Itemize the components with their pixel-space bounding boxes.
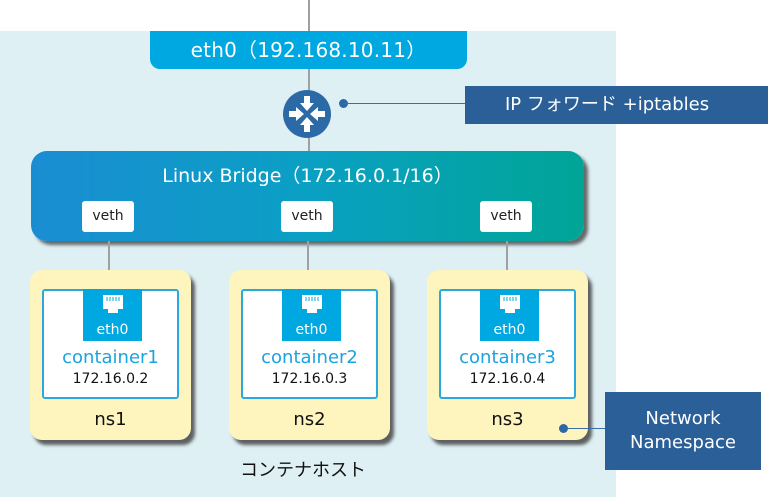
veth-wire [506,241,508,291]
ethernet-port-icon [103,295,123,313]
router-bridge-wire [308,138,310,152]
container-box: eth0 container3 172.16.0.4 [439,289,576,399]
namespace-label: ns1 [94,409,127,430]
container-host-label: コンテナホスト [240,460,366,481]
router-icon [283,90,331,138]
nic-label: eth0 [295,322,328,338]
callout-dot [559,424,568,433]
veth-port: veth [281,201,333,232]
veth-port: veth [82,201,134,232]
nic-label: eth0 [96,322,129,338]
container-ip: 172.16.0.4 [469,371,546,387]
callout-line [344,103,468,104]
namespace-label: ns2 [293,409,326,430]
namespace-label: ns3 [491,409,524,430]
veth-wire [307,241,309,291]
callout-line-2: Namespace [630,432,736,453]
container-nic: eth0 [83,289,142,341]
callout-line-1: Network [645,408,721,429]
container-nic: eth0 [282,289,341,341]
callout-line [566,428,608,429]
ethernet-port-icon [302,295,322,313]
container-box: eth0 container2 172.16.0.3 [241,289,378,399]
container-ip: 172.16.0.2 [72,371,149,387]
veth-wire [108,241,110,291]
nic-label: eth0 [493,322,526,338]
ip-forward-callout: IP フォワード +iptables [465,86,768,124]
namespace-box: eth0 container2 172.16.0.3 ns2 [229,270,390,440]
namespace-box: eth0 container1 172.16.0.2 ns1 [30,270,191,440]
container-nic: eth0 [480,289,539,341]
container-ip: 172.16.0.3 [271,371,348,387]
network-namespace-callout: Network Namespace [605,392,761,470]
ethernet-port-icon [500,295,520,313]
container-name: container3 [459,347,556,368]
container-name: container2 [261,347,358,368]
veth-port: veth [480,201,532,232]
bridge-title: Linux Bridge（172.16.0.1/16） [162,165,453,187]
container-box: eth0 container1 172.16.0.2 [42,289,179,399]
namespace-box: eth0 container3 172.16.0.4 ns3 [427,270,588,440]
container-name: container1 [62,347,159,368]
callout-dot [339,99,348,108]
host-eth0-interface: eth0（192.168.10.11） [150,31,467,69]
